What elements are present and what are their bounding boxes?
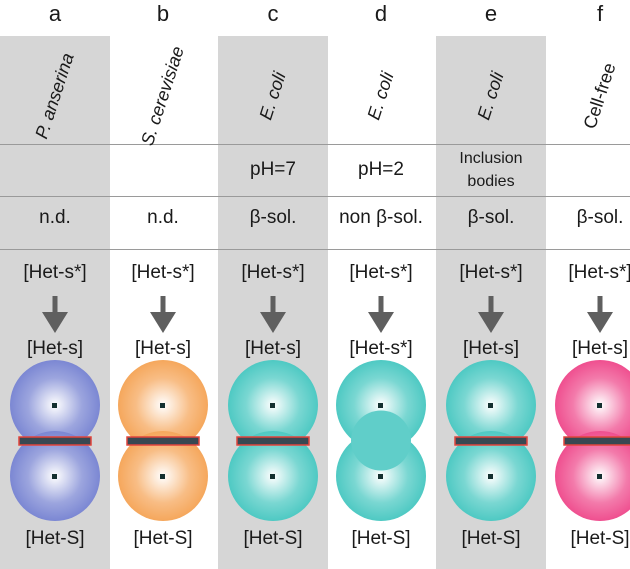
divider-condition-structure [0, 196, 630, 197]
het-dimer-illustration [10, 360, 100, 521]
condition-column-f: f Cell-free β-sol. [Het-s*] [Het-s] [545, 0, 630, 569]
panel-letter: a [48, 1, 62, 26]
organism-label: E. coli [238, 55, 308, 137]
upper-center-dot [270, 403, 275, 408]
condition-label [108, 144, 218, 196]
lower-center-dot [270, 474, 275, 479]
condition-column-b: b S. cerevisiae n.d. [Het-s*] [Het-s] [108, 0, 218, 569]
structure-label: n.d. [147, 207, 179, 228]
amyloid-interface-bar [563, 436, 630, 446]
organism-name: E. coli [255, 69, 290, 123]
amyloid-interface-bar [126, 436, 200, 446]
output-prion-label: [Het-s] [27, 338, 83, 359]
condition-column-a: a P. anserina n.d. [Het-s*] [Het-s] [0, 0, 110, 569]
upper-center-dot [160, 403, 165, 408]
organism-label: E. coli [456, 55, 526, 137]
partner-prion-label: [Het-S] [351, 528, 411, 549]
panel-letter: f [596, 1, 604, 26]
panel-letter: d [374, 1, 388, 26]
conversion-arrow [368, 296, 394, 333]
input-prion-label: [Het-s*] [23, 262, 87, 283]
lower-center-dot [597, 474, 602, 479]
het-dimer-illustration [336, 360, 426, 521]
condition-column-e: e E. coli Inclusion bodies β-sol. [Het-s… [436, 0, 546, 569]
organism-label: E. coli [346, 55, 416, 137]
amyloid-interface-bar [236, 436, 310, 446]
condition-label [545, 144, 630, 196]
organism-name: P. anserina [31, 50, 78, 142]
structure-label: β-sol. [467, 207, 515, 228]
input-prion-label: [Het-s*] [349, 262, 413, 283]
input-prion-label: [Het-s*] [568, 262, 630, 283]
output-prion-label: [Het-s] [135, 338, 191, 359]
organism-name: Cell-free [579, 60, 620, 132]
partner-prion-label: [Het-S] [461, 528, 521, 549]
structure-label: non β-sol. [339, 207, 423, 228]
het-dimer-illustration [118, 360, 208, 521]
upper-center-dot [378, 403, 383, 408]
conversion-arrow [260, 296, 286, 333]
upper-center-dot [597, 403, 602, 408]
structure-label: β-sol. [249, 207, 297, 228]
lower-sphere [555, 431, 630, 521]
organism-label: P. anserina [20, 51, 90, 142]
lower-center-dot [488, 474, 493, 479]
condition-label: pH=7 [250, 159, 296, 180]
organism-name: E. coli [473, 69, 508, 123]
partner-prion-label: [Het-S] [243, 528, 303, 549]
condition-column-c: c E. coli pH=7 β-sol. [Het-s*] [Het-s] [218, 0, 328, 569]
condition-label: Inclusion bodies [459, 150, 523, 190]
output-prion-label: [Het-s] [572, 338, 628, 359]
panel-letter: b [156, 1, 170, 26]
input-prion-label: [Het-s*] [459, 262, 523, 283]
divider-structure-prion [0, 249, 630, 250]
sphere-junction [351, 410, 411, 471]
condition-column-d: d E. coli pH=2 non β-sol. [Het-s*] [Het-… [326, 0, 436, 569]
organism-label: Cell-free [565, 55, 630, 137]
partner-prion-label: [Het-S] [25, 528, 85, 549]
conversion-arrow [478, 296, 504, 333]
organism-name: E. coli [363, 69, 398, 123]
lower-center-dot [378, 474, 383, 479]
structure-label: β-sol. [576, 207, 624, 228]
input-prion-label: [Het-s*] [131, 262, 195, 283]
amyloid-interface-bar [18, 436, 92, 446]
amyloid-interface-bar [454, 436, 528, 446]
output-prion-label: [Het-s] [245, 338, 301, 359]
lower-center-dot [52, 474, 57, 479]
conversion-arrow [150, 296, 176, 333]
condition-label: pH=2 [358, 159, 404, 180]
output-prion-label: [Het-s] [463, 338, 519, 359]
input-prion-label: [Het-s*] [241, 262, 305, 283]
upper-center-dot [52, 403, 57, 408]
organism-name: S. cerevisiae [137, 43, 188, 148]
divider-organism-condition [0, 144, 630, 145]
output-prion-label: [Het-s*] [349, 338, 413, 359]
upper-center-dot [488, 403, 493, 408]
upper-sphere [555, 360, 630, 450]
condition-label [0, 144, 110, 196]
partner-prion-label: [Het-S] [133, 528, 193, 549]
conversion-arrow [587, 296, 613, 333]
panel-letter: c [267, 1, 279, 26]
organism-label: S. cerevisiae [128, 44, 198, 148]
structure-label: n.d. [39, 207, 71, 228]
het-dimer-illustration [446, 360, 536, 521]
het-dimer-illustration [555, 360, 630, 521]
conversion-arrow [42, 296, 68, 333]
lower-center-dot [160, 474, 165, 479]
panel-letter: e [484, 1, 498, 26]
het-dimer-illustration [228, 360, 318, 521]
partner-prion-label: [Het-S] [570, 528, 630, 549]
